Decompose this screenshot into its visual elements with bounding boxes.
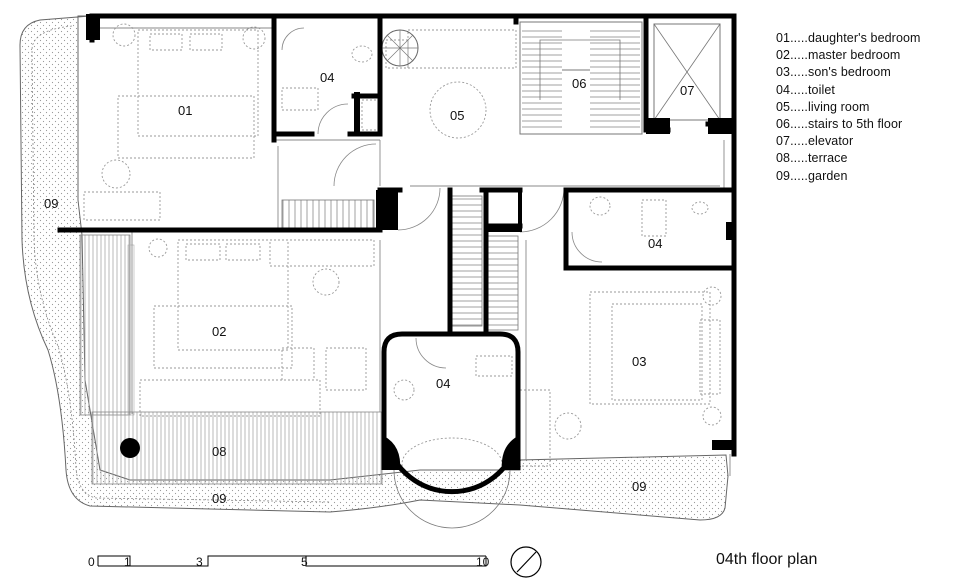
- room-label-06: 06: [572, 76, 586, 91]
- scale-label-5: 5: [301, 555, 308, 569]
- furniture-outlines: [83, 23, 722, 491]
- legend-item-01: 01.....daughter's bedroom: [776, 31, 921, 45]
- room-legend: 01.....daughter's bedroom 02.....master …: [776, 30, 956, 185]
- room-label-09-left: 09: [44, 196, 58, 211]
- room-label-03: 03: [632, 354, 646, 369]
- elevator-shaft: [653, 23, 721, 121]
- room-label-08: 08: [212, 444, 226, 459]
- scale-bar: 0 1 3 5 10: [88, 555, 490, 569]
- legend-item-07: 07.....elevator: [776, 134, 854, 149]
- room-label-02: 02: [212, 324, 226, 339]
- plan-caption: 04th floor plan: [716, 551, 818, 568]
- scale-label-3: 3: [196, 555, 203, 569]
- garden-area: [19, 15, 729, 521]
- room-label-04-pod: 04: [436, 376, 450, 391]
- legend-item-04: 04.....toilet: [776, 82, 835, 97]
- legend-item-09: 09.....garden: [776, 168, 848, 183]
- walls: [57, 13, 737, 457]
- room-label-09-right: 09: [632, 479, 646, 494]
- legend-item-03: 03.....son's bedroom: [776, 65, 891, 80]
- planter-icon: [120, 438, 140, 458]
- bathroom-pod: [381, 331, 521, 529]
- scale-label-1: 1: [124, 555, 131, 569]
- legend-item-06: 06.....stairs to 5th floor: [776, 117, 903, 132]
- room-label-09-bottom: 09: [212, 491, 226, 506]
- room-label-07: 07: [680, 83, 694, 98]
- room-labels: 01 02 03 04 04 04 05 06 07 08 09 09 09: [44, 70, 694, 506]
- wall-blocks: [86, 14, 736, 450]
- room-label-04-upper: 04: [320, 70, 334, 85]
- scale-label-0: 0: [88, 555, 95, 569]
- legend-item-05: 05.....living room: [776, 99, 870, 114]
- scale-label-10: 10: [476, 555, 490, 569]
- legend-item-08: 08.....terrace: [776, 151, 848, 166]
- legend-item-02: 02.....master bedroom: [776, 48, 901, 63]
- room-label-05: 05: [450, 108, 464, 123]
- stairs: [281, 21, 643, 331]
- room-label-04-right: 04: [648, 236, 662, 251]
- terrace-decking: [79, 234, 383, 485]
- north-arrow-icon: [510, 546, 542, 578]
- door-swings: [281, 27, 603, 369]
- room-label-01: 01: [178, 103, 192, 118]
